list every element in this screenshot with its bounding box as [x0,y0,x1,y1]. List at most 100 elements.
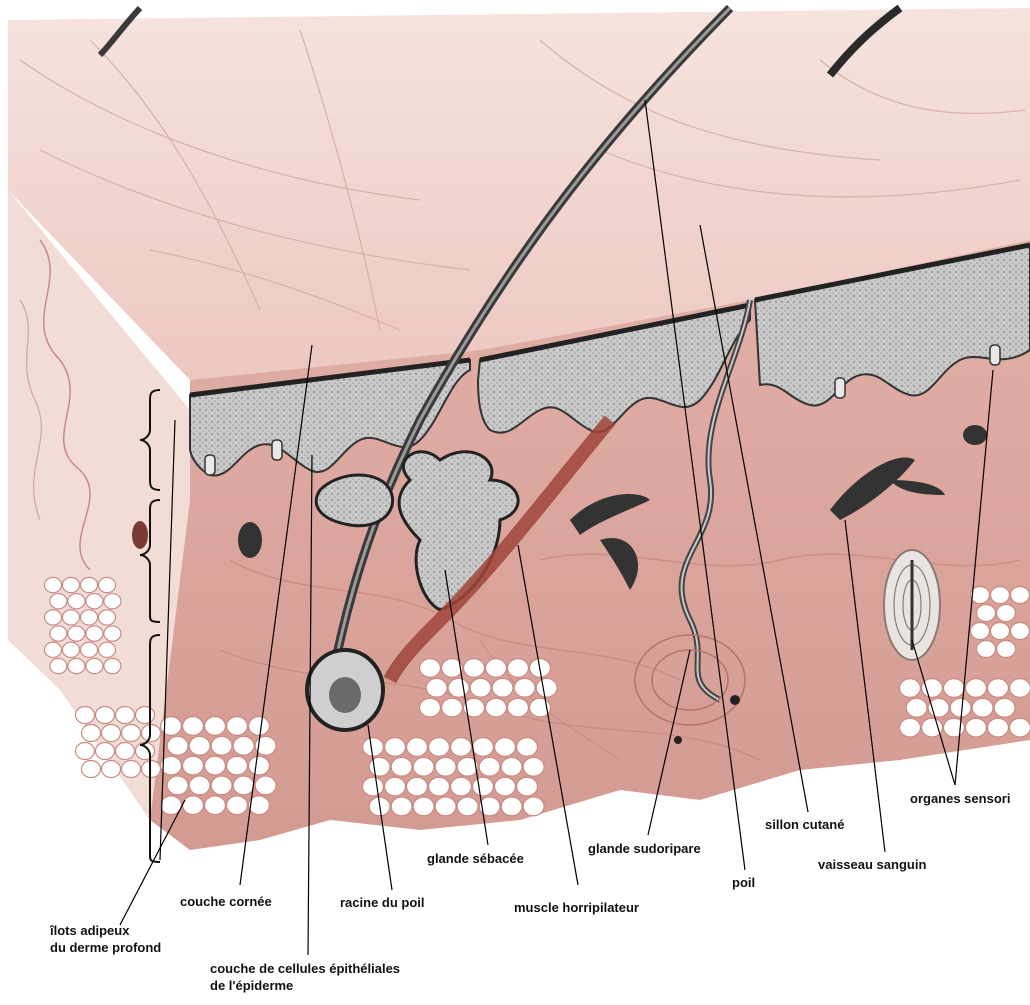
fat-cell [944,679,965,698]
fat-cell [116,743,135,760]
fat-cell [457,797,478,816]
fat-cell [473,738,494,757]
label-couche-cellules-line1: couche de cellules épithéliales [210,960,400,977]
label-couche-cellules: couche de cellules épithéliales de l'épi… [210,960,400,994]
fat-cell [167,736,188,755]
fat-cell [508,659,529,678]
fat-cell [136,743,155,760]
fat-cell [189,736,210,755]
fat-cell [928,698,949,717]
fat-cell [363,777,384,796]
fat-cell [451,738,472,757]
fat-cell [514,678,535,697]
label-couche-cornee: couche cornée [180,893,272,910]
fat-cell [62,577,79,592]
fat-cell [80,610,97,625]
fat-cell [136,707,155,724]
fat-cell [420,659,441,678]
fat-cell [508,698,529,717]
fat-cell [429,777,450,796]
fat-cell [82,725,101,742]
fat-cell [977,641,996,658]
fat-cell [1010,679,1030,698]
fat-cell [211,736,232,755]
fat-cell [98,642,115,657]
fat-cell [227,796,248,815]
fat-cell [68,658,85,673]
fat-cell [80,577,97,592]
fat-cell [429,738,450,757]
fat-cell [495,777,516,796]
fat-cell [517,777,538,796]
fat-cell [363,738,384,757]
fat-cell [435,797,456,816]
label-vaisseau-sanguin: vaisseau sanguin [818,856,926,873]
fat-cell [966,718,987,737]
fat-cell [906,698,927,717]
fat-cell [50,658,67,673]
fat-cell [104,594,121,609]
fat-cell [102,761,121,778]
fat-cell [501,757,522,776]
fat-cell [183,717,204,736]
label-ilots-line1: îlots adipeux [50,922,161,939]
fat-cell [997,605,1016,622]
fat-cell [104,626,121,641]
fat-cell [988,679,1009,698]
fat-cell [62,642,79,657]
fat-cell [420,698,441,717]
fat-cell [470,678,491,697]
fat-cell [900,679,921,698]
fat-cell [523,797,544,816]
label-glande-sudoripare-text: glande sudoripare [588,840,701,857]
fat-cell [391,797,412,816]
fat-cell [991,587,1010,604]
fat-cell [501,797,522,816]
fat-cell [435,757,456,776]
label-racine-du-poil: racine du poil [340,894,425,911]
fat-cell [977,605,996,622]
label-glande-sebacee-text: glande sébacée [427,850,524,867]
fat-cell [486,659,507,678]
label-couche-cornee-text: couche cornée [180,893,272,910]
fat-cell [86,626,103,641]
fat-cell [1011,623,1030,640]
label-muscle-text: muscle horripilateur [514,899,639,916]
label-ilots-line2: du derme profond [50,939,161,956]
fat-cell [991,623,1010,640]
fat-cell [536,678,557,697]
fat-cell [988,718,1009,737]
fat-cell [102,725,121,742]
label-sillon-cutane: sillon cutané [765,816,844,833]
fat-cell [479,757,500,776]
fat-cell [448,678,469,697]
fat-cell [227,717,248,736]
fat-cell [116,707,135,724]
label-vaisseau-text: vaisseau sanguin [818,856,926,873]
fat-cell [233,776,254,795]
fat-cell [82,761,101,778]
fat-cell [413,757,434,776]
label-ilots-adipeux: îlots adipeux du derme profond [50,922,161,956]
fat-cell [86,594,103,609]
fat-cell [971,623,990,640]
fat-cell [68,594,85,609]
label-sillon-text: sillon cutané [765,816,844,833]
label-poil: poil [732,874,755,891]
fat-cell [167,776,188,795]
label-couche-cellules-line2: de l'épiderme [210,977,400,994]
label-glande-sebacee: glande sébacée [427,850,524,867]
fat-cell [523,757,544,776]
fat-cell [161,717,182,736]
sensory-corpuscle [884,550,940,660]
label-racine-text: racine du poil [340,894,425,911]
fat-cell [76,743,95,760]
fat-cell [96,743,115,760]
fat-cell [44,577,61,592]
fat-cell [96,707,115,724]
fat-cell [205,796,226,815]
fat-cell [369,757,390,776]
fat-cell [407,738,428,757]
label-organes-sensori: organes sensori [910,790,1010,807]
